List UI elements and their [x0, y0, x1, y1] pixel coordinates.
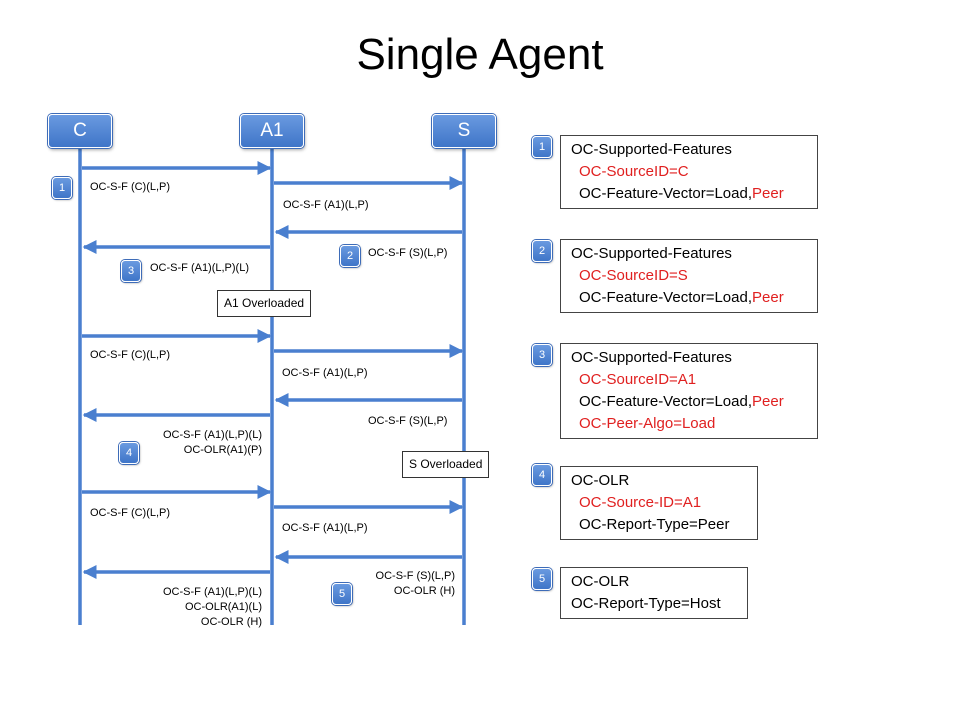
- legend-line: OC-Source-ID=A1: [579, 494, 702, 511]
- message-label: OC-S-F (C)(L,P): [90, 349, 171, 361]
- node-s: S: [432, 114, 496, 148]
- legend-heading: OC-Supported-Features: [571, 245, 732, 262]
- legend-heading: OC-OLR: [571, 573, 630, 590]
- message-label: OC-S-F (S)(L,P): [368, 247, 448, 259]
- message-label-group: OC-S-F (A1)(L,P)(L) OC-OLR(A1)(P): [140, 428, 262, 458]
- message-label: OC-S-F (A1)(L,P): [282, 367, 368, 379]
- legend-box-5: OC-OLR OC-Report-Type=Host: [560, 567, 748, 619]
- legend-line: OC-Feature-Vector=Load,Peer: [579, 393, 784, 410]
- message-label: OC-S-F (S)(L,P): [368, 415, 448, 427]
- legend-line: OC-Feature-Vector=Load,Peer: [579, 185, 784, 202]
- legend-heading: OC-Supported-Features: [571, 349, 732, 366]
- message-label: OC-S-F (C)(L,P): [90, 181, 171, 193]
- message-label-group: OC-S-F (A1)(L,P)(L) OC-OLR(A1)(L) OC-OLR…: [140, 585, 262, 630]
- legend-badge-3: 3: [532, 344, 552, 366]
- message-label: OC-OLR (H): [200, 616, 262, 628]
- legend-box-4: OC-OLR OC-Source-ID=A1 OC-Report-Type=Pe…: [560, 466, 758, 540]
- legend-line: OC-Report-Type=Peer: [579, 516, 730, 533]
- legend-line: OC-Report-Type=Host: [571, 595, 721, 612]
- a1-overloaded-note: A1 Overloaded: [217, 290, 312, 317]
- legend-line: OC-SourceID=C: [579, 163, 689, 180]
- legend-badge-4: 4: [532, 464, 552, 486]
- legend-badge-2: 2: [532, 240, 552, 262]
- legend-box-1: OC-Supported-Features OC-SourceID=C OC-F…: [560, 135, 818, 209]
- legend-line: OC-Peer-Algo=Load: [579, 415, 716, 432]
- legend-line: OC-SourceID=A1: [579, 371, 697, 388]
- node-a1: A1: [240, 114, 304, 148]
- node-c: C: [48, 114, 112, 148]
- step-badge-2: 2: [340, 245, 360, 267]
- message-label-group: OC-S-F (S)(L,P) OC-OLR (H): [350, 569, 455, 599]
- message-label: OC-S-F (A1)(L,P): [282, 522, 368, 534]
- legend-line: OC-SourceID=S: [579, 267, 688, 284]
- step-badge-4: 4: [119, 442, 139, 464]
- message-label: OC-S-F (A1)(L,P)(L): [150, 262, 249, 274]
- legend-box-3: OC-Supported-Features OC-SourceID=A1 OC-…: [560, 343, 818, 439]
- legend-heading: OC-OLR: [571, 472, 630, 489]
- message-label: OC-S-F (A1)(L,P)(L): [163, 586, 262, 598]
- message-label: OC-OLR (H): [393, 585, 455, 597]
- legend-box-2: OC-Supported-Features OC-SourceID=S OC-F…: [560, 239, 818, 313]
- message-label: OC-S-F (A1)(L,P): [283, 199, 369, 211]
- message-label: OC-OLR(A1)(L): [184, 601, 262, 613]
- message-label: OC-S-F (S)(L,P): [375, 570, 455, 582]
- legend-badge-1: 1: [532, 136, 552, 158]
- legend-badge-5: 5: [532, 568, 552, 590]
- message-label: OC-OLR(A1)(P): [183, 444, 262, 456]
- legend-line: OC-Feature-Vector=Load,Peer: [579, 289, 784, 306]
- step-badge-3: 3: [121, 260, 141, 282]
- legend-heading: OC-Supported-Features: [571, 141, 732, 158]
- message-label: OC-S-F (C)(L,P): [90, 507, 171, 519]
- s-overloaded-note: S Overloaded: [402, 451, 490, 478]
- step-badge-5: 5: [332, 583, 352, 605]
- message-label: OC-S-F (A1)(L,P)(L): [163, 429, 262, 441]
- step-badge-1: 1: [52, 177, 72, 199]
- page-title: Single Agent: [356, 30, 604, 79]
